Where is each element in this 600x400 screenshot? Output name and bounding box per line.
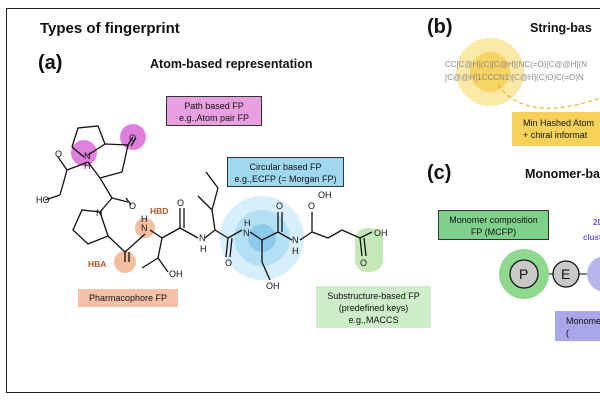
substructure-fp-subtitle: (predefined keys) <box>338 303 409 313</box>
monomer-partial-box: Monome ( <box>555 311 600 341</box>
atom-n-asp: N <box>243 228 250 238</box>
pharmacophore-fp-title: Pharmacophore FP <box>88 293 168 303</box>
monomer-partial-title: Monome <box>566 316 600 326</box>
hash-arrow <box>497 84 600 109</box>
monomer-composition-abbr: FP (MCFP) <box>470 227 517 237</box>
atom-oh3: OH <box>318 190 332 200</box>
heading-atom-based: Atom-based representation <box>150 57 313 71</box>
circular-fp-title: Circular based FP <box>249 162 322 172</box>
path-fp-highlight-n <box>71 140 97 166</box>
monomer-composition-box: Monomer composition FP (MCFP) <box>438 210 549 240</box>
path-fp-box: Path based FP e.g.,Atom pair FP <box>166 96 262 126</box>
substructure-fp-box: Substructure-based FP (predefined keys) … <box>316 286 431 328</box>
monomer-cluster-label: cluste <box>583 233 600 242</box>
atom-h-ile: H <box>200 244 207 254</box>
atom-ho: HO <box>36 195 50 205</box>
monomer-e <box>552 260 580 288</box>
circular-fp-box: Circular based FP e.g.,ECFP (= Morgan FP… <box>227 157 344 187</box>
atom-n-pro2: N <box>96 208 103 218</box>
atom-o2: O <box>55 149 62 159</box>
hbd-label: HBD <box>150 206 168 216</box>
heading-string-based: String-bas <box>530 21 592 35</box>
monomer-e-label: E <box>561 266 570 282</box>
minhash-fp-title: Min Hashed Atom <box>523 118 595 128</box>
atom-o3: O <box>129 201 136 211</box>
atom-h-glu: H <box>292 246 299 256</box>
panel-label-c: (c) <box>427 162 452 184</box>
substructure-fp-title: Substructure-based FP <box>327 291 420 301</box>
bonds <box>44 125 373 281</box>
heading-monomer-based: Monomer-ba <box>525 167 600 181</box>
path-fp-title: Path based FP <box>184 101 244 111</box>
hba-label: HBA <box>88 259 106 269</box>
substructure-fp-example: e.g.,MACCS <box>348 315 399 325</box>
atom-n-ile: N <box>199 233 206 243</box>
monomer-composition-title: Monomer composition <box>449 215 538 225</box>
atom-o1: O <box>129 133 136 143</box>
minhash-fp-box: Min Hashed Atom + chiral informat <box>512 112 600 146</box>
atom-o9: O <box>360 258 367 268</box>
atom-oh2: OH <box>266 281 280 291</box>
atom-n-thr: N <box>141 223 148 233</box>
smiles-line-2: [C@@H]1CCCN1)[C@H](C)O)C(=O)N <box>445 73 584 82</box>
monomer-next-halo <box>587 256 600 292</box>
maccs-highlight <box>355 228 383 272</box>
monomer-partial-subtitle: ( <box>566 328 569 338</box>
atom-labels: O N H HO O N O N H OH O N H N H O O OH N… <box>36 133 388 291</box>
circular-fp-example: e.g.,ECFP (= Morgan FP) <box>234 174 337 184</box>
panel-label-a: (a) <box>38 52 63 74</box>
atom-n-glu: N <box>292 235 299 245</box>
atom-o7: O <box>308 201 315 211</box>
pharmacophore-fp-box: Pharmacophore FP <box>78 289 178 307</box>
monomer-p-label: P <box>519 266 528 282</box>
figure-title: Types of fingerprint <box>40 20 180 37</box>
atom-h-thr: H <box>141 214 148 224</box>
atom-oh1: OH <box>169 269 183 279</box>
atom-h1: H <box>84 161 91 171</box>
atom-o5: O <box>225 258 232 268</box>
atom-o4: O <box>177 198 184 208</box>
smiles-line-1: CC[C@H](C)[C@H](NC(=O)[C@@H](N <box>445 60 588 69</box>
panel-label-b: (b) <box>427 16 453 38</box>
string-glow-inner <box>470 52 510 92</box>
minhash-fp-subtitle: + chiral informat <box>523 130 588 140</box>
atom-n1: N <box>84 151 91 161</box>
hbd-highlight <box>135 218 155 238</box>
monomer-2d-label: 2D <box>593 218 600 227</box>
monomer-p <box>509 259 539 289</box>
hb-labels: HBD HBA <box>88 206 168 269</box>
path-fp-example: e.g.,Atom pair FP <box>178 113 250 123</box>
atom-oh4: OH <box>374 228 388 238</box>
ecfp-glow-inner <box>248 224 276 252</box>
atom-h-asp: H <box>244 218 251 228</box>
atom-o6: O <box>276 201 283 211</box>
